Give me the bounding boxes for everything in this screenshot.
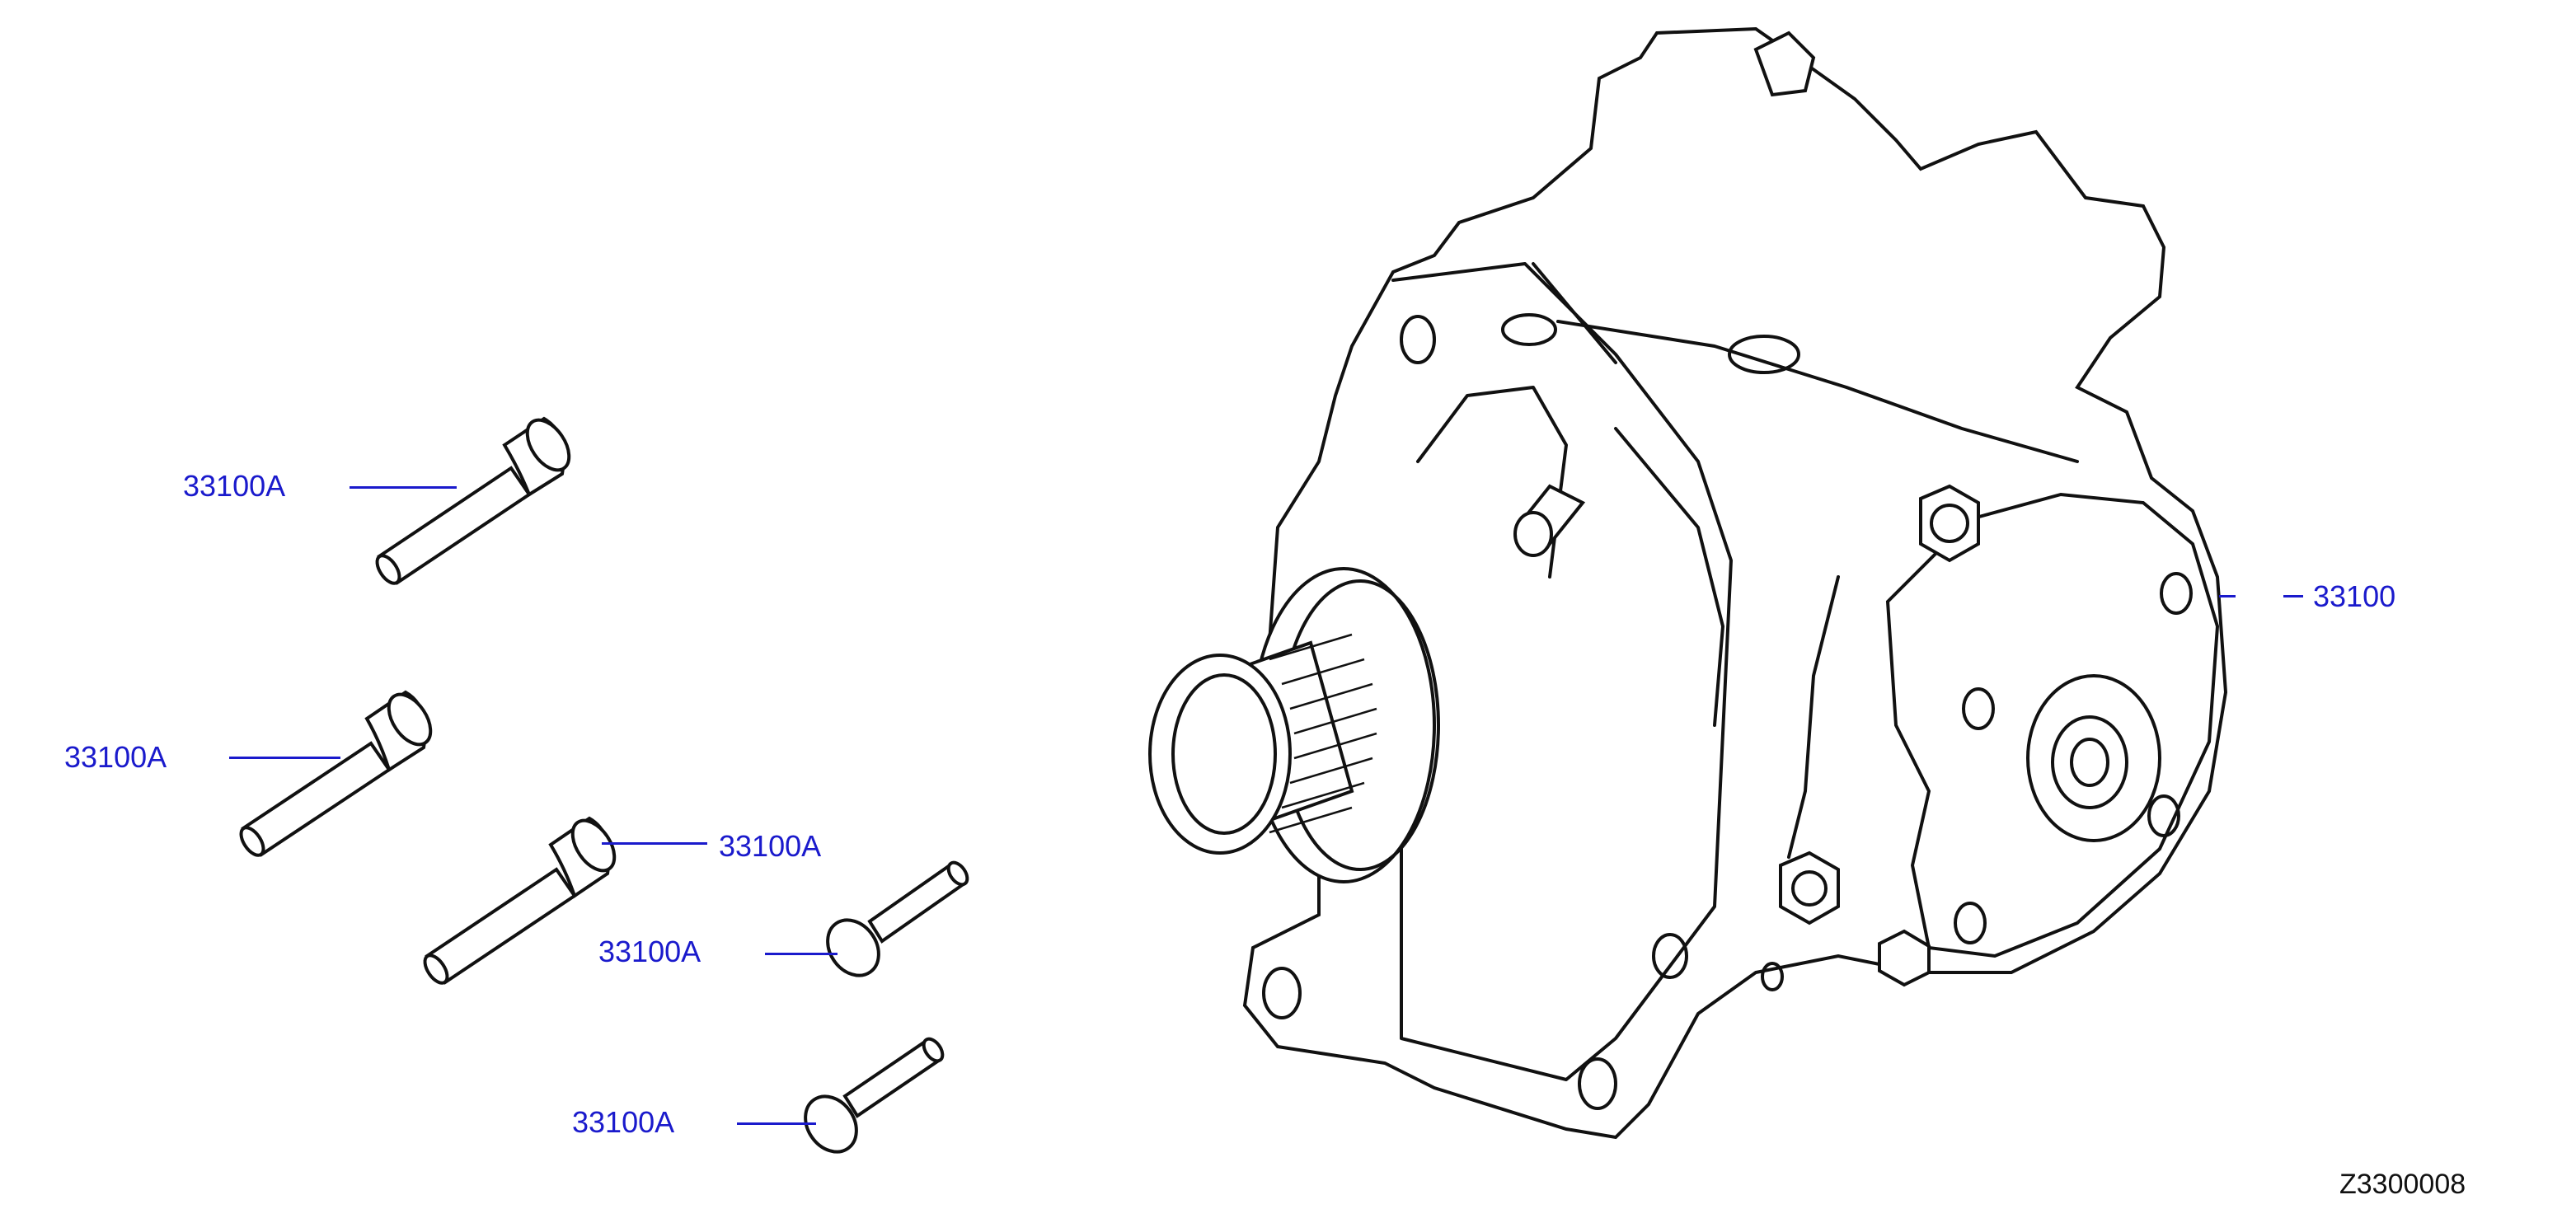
bolt-33100a-1[interactable] xyxy=(373,413,578,588)
leader-line-6 xyxy=(2219,595,2236,597)
callout-label-2[interactable]: 33100A xyxy=(64,740,167,774)
leader-line-2 xyxy=(229,757,340,759)
leader-line-4 xyxy=(765,953,838,955)
transfer-case-assembly[interactable] xyxy=(1148,26,2228,1140)
diagram-code: Z3300008 xyxy=(2339,1169,2466,1200)
callout-label-1[interactable]: 33100A xyxy=(183,469,286,503)
pin-33100a-5[interactable] xyxy=(795,1036,946,1162)
pin-33100a-4[interactable] xyxy=(817,860,971,986)
leader-line-1 xyxy=(350,486,457,489)
leader-line-3 xyxy=(602,842,707,845)
bolt-33100a-3[interactable] xyxy=(420,813,623,987)
callout-label-5[interactable]: 33100A xyxy=(572,1105,675,1139)
callout-label-4[interactable]: 33100A xyxy=(598,935,701,968)
leader-line-6b xyxy=(2283,595,2303,597)
leader-line-5 xyxy=(737,1122,816,1125)
bolt-33100a-2[interactable] xyxy=(237,687,439,860)
callout-label-3[interactable]: 33100A xyxy=(719,829,822,863)
callout-label-6[interactable]: 33100 xyxy=(2313,579,2396,613)
